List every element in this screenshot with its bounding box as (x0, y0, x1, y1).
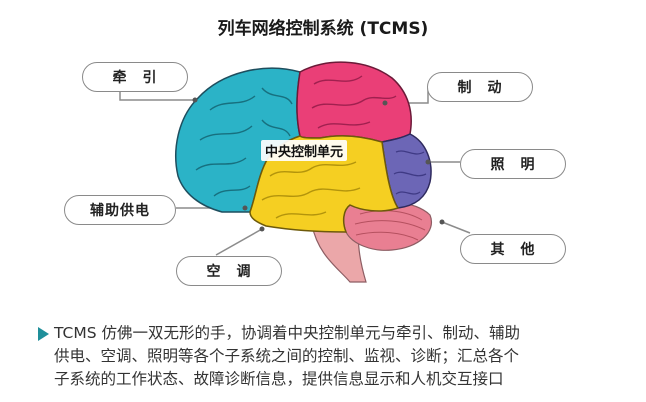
diagram-title: 列车网络控制系统 (TCMS) (217, 19, 429, 39)
description-text: TCMS 仿佛一双无形的手，协调着中央控制单元与牵引、制动、辅助 供电、空调、照… (38, 322, 638, 391)
description-line: 供电、空调、照明等各个子系统之间的控制、监视、诊断；汇总各个 (54, 347, 520, 365)
description-line: TCMS 仿佛一双无形的手，协调着中央控制单元与牵引、制动、辅助 (54, 324, 521, 342)
label-others: 其 他 (460, 234, 566, 264)
dot-aux-power (242, 205, 248, 211)
label-lighting: 照 明 (460, 149, 566, 179)
label-braking: 制 动 (427, 72, 533, 102)
label-traction: 牵 引 (82, 62, 188, 92)
braking-region (296, 61, 412, 143)
dot-lighting (425, 159, 431, 165)
triangle-arrow-icon (38, 327, 49, 341)
dot-air-conditioning (259, 226, 265, 232)
dot-others (439, 219, 445, 225)
connector-others (441, 221, 471, 234)
label-aux-power: 辅助供电 (64, 195, 176, 225)
central-control-label: 中央控制单元 (261, 140, 348, 161)
connector-traction (119, 91, 195, 101)
dot-braking (382, 100, 388, 106)
label-air-conditioning: 空 调 (176, 256, 282, 286)
description-line: 子系统的工作状态、故障诊断信息，提供信息显示和人机交互接口 (54, 370, 504, 388)
connector-air-conditioning (215, 228, 263, 256)
dot-traction (192, 97, 198, 103)
